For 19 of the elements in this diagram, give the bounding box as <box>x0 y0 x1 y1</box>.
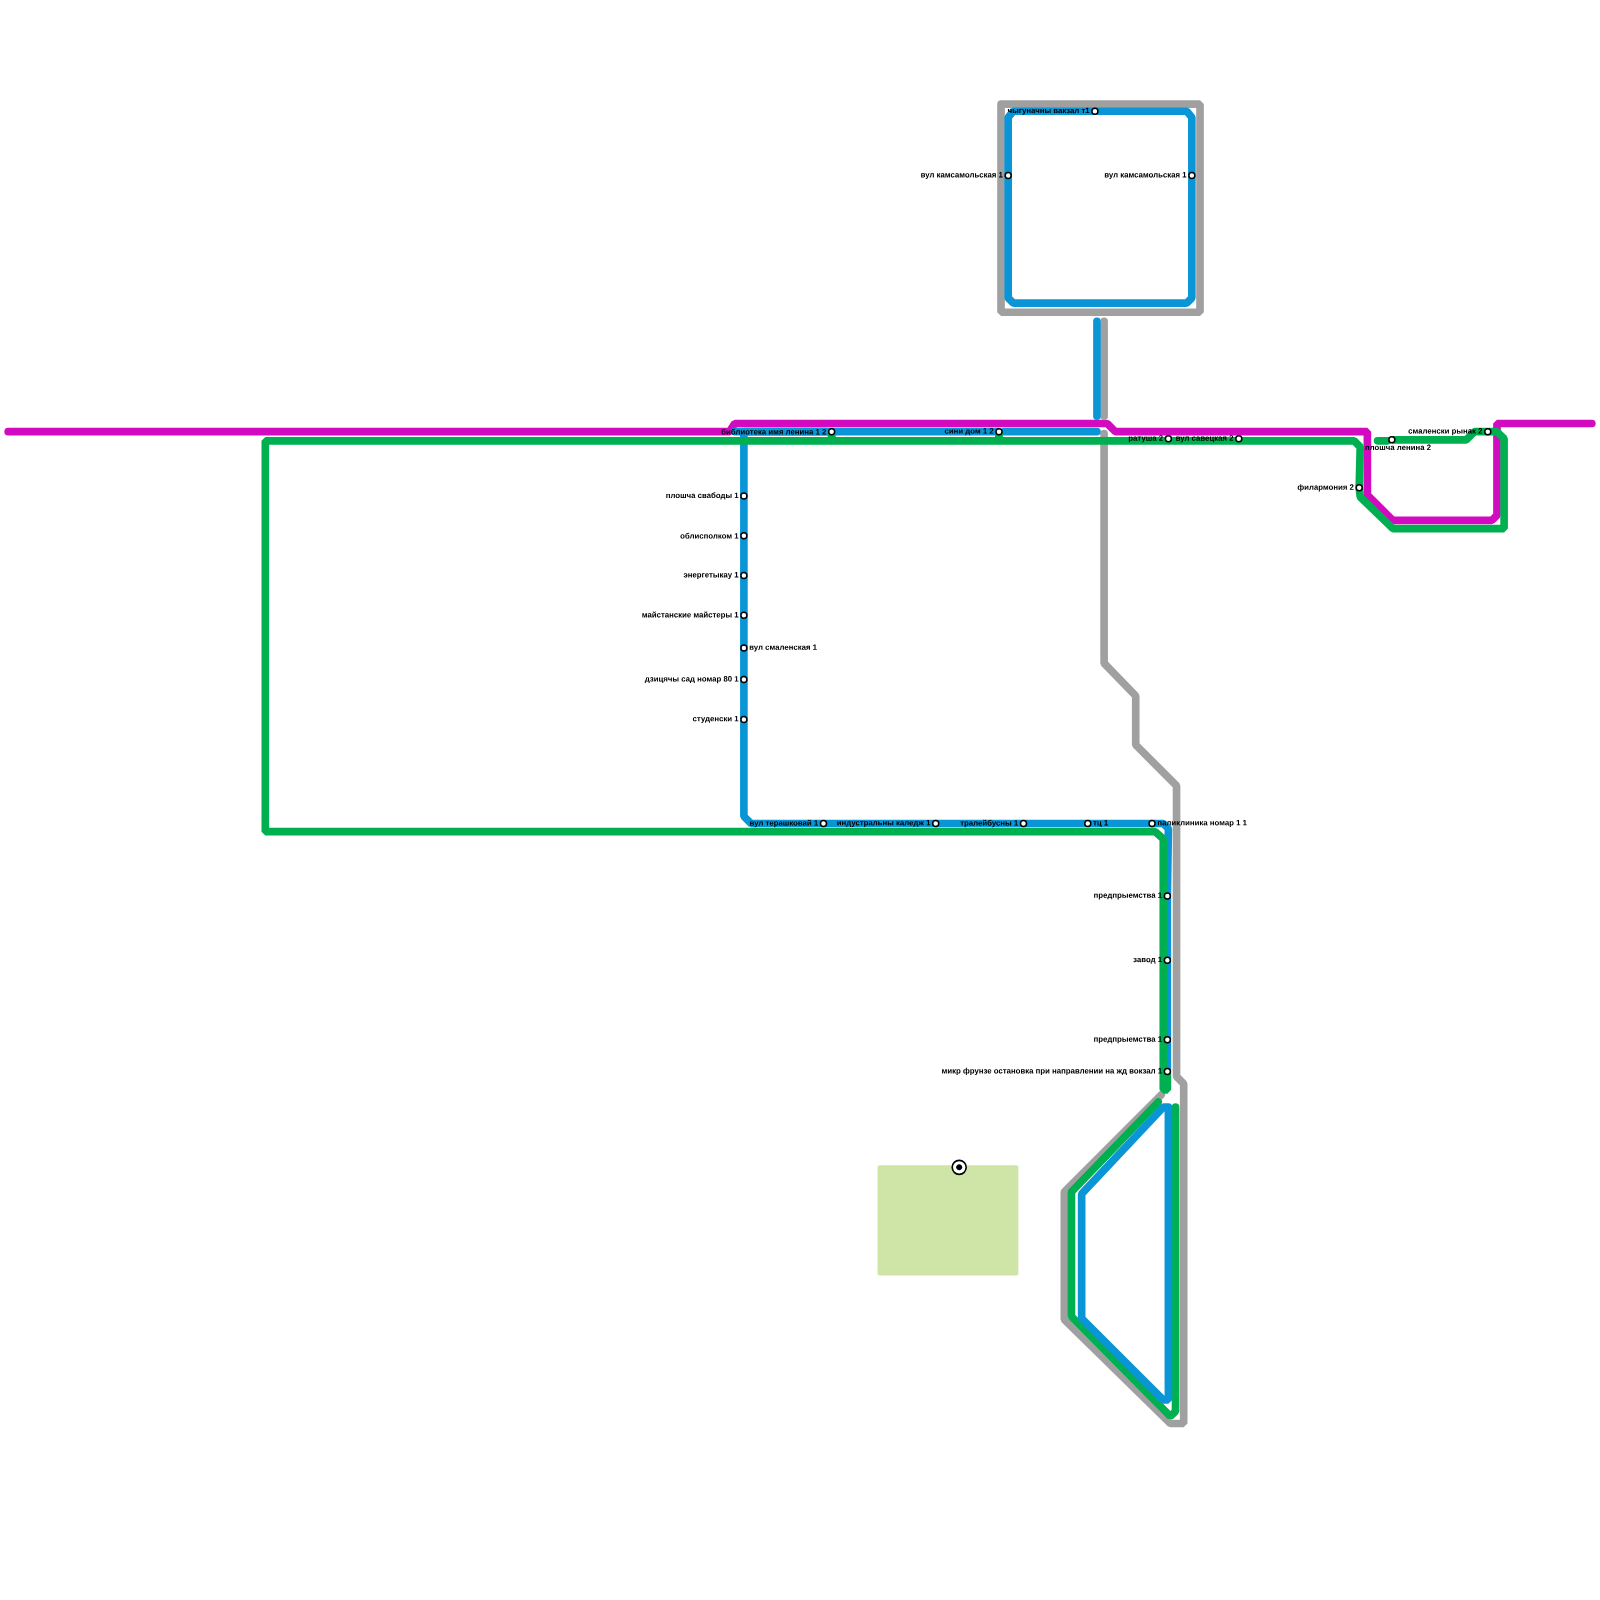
route-line <box>740 719 824 828</box>
route-line <box>1023 819 1088 828</box>
route-line <box>1152 819 1173 896</box>
route-line <box>1087 819 1153 828</box>
route-line <box>935 819 1024 828</box>
route-line <box>823 819 936 828</box>
route-line <box>740 495 748 536</box>
route-line <box>740 615 748 648</box>
route-line <box>740 535 748 576</box>
route-line <box>831 427 999 436</box>
route-line <box>1391 427 1488 444</box>
route-line <box>740 679 748 720</box>
route-line <box>1094 107 1196 176</box>
route-line <box>740 575 748 616</box>
route-line <box>740 427 832 496</box>
route-line <box>1355 427 1508 533</box>
route-line <box>1004 175 1196 307</box>
route-line <box>1004 107 1095 176</box>
route-line <box>740 647 748 680</box>
